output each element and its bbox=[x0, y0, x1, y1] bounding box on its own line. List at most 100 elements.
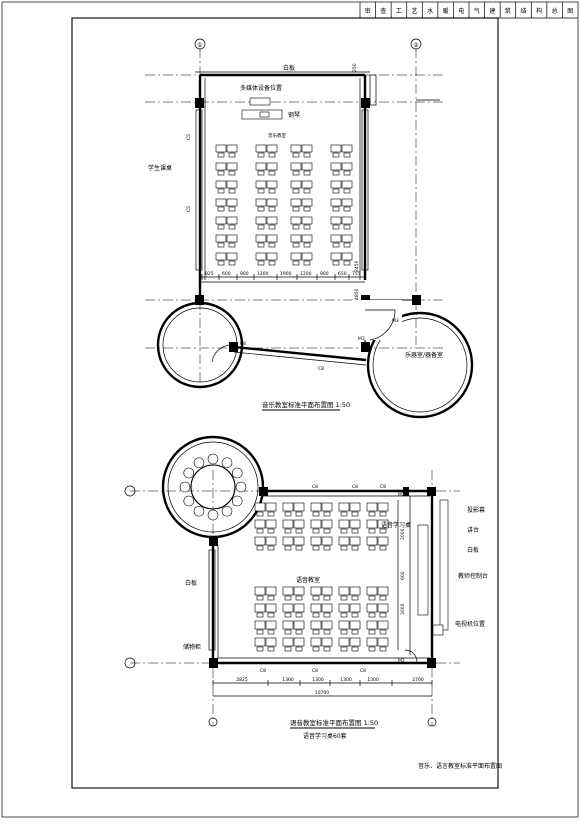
lang-desk bbox=[349, 603, 361, 613]
title-block-cell: 图 bbox=[567, 8, 573, 15]
lang-desk bbox=[349, 519, 361, 529]
lang-desk bbox=[366, 502, 378, 512]
student-desk bbox=[341, 252, 353, 261]
lang-chair bbox=[267, 646, 275, 652]
student-desk bbox=[226, 216, 238, 225]
student-desk bbox=[266, 198, 278, 207]
lang-desk bbox=[366, 620, 378, 630]
lang-chair bbox=[351, 528, 359, 534]
lang-chair bbox=[351, 511, 359, 517]
student-chair bbox=[228, 206, 236, 212]
lang-win-top-1: C8 bbox=[312, 484, 318, 490]
student-desk bbox=[301, 234, 313, 243]
lang-desk bbox=[282, 637, 294, 647]
round-chair bbox=[207, 509, 219, 521]
dim-left-2: C5 bbox=[186, 206, 192, 212]
lang-desk bbox=[366, 586, 378, 596]
student-chair bbox=[228, 188, 236, 194]
lang-chair bbox=[284, 545, 292, 551]
piano-label: 钢琴 bbox=[288, 111, 300, 119]
lang-chair bbox=[295, 646, 303, 652]
lang-desk bbox=[366, 536, 378, 546]
lang-desk bbox=[377, 502, 389, 512]
lang-desk bbox=[282, 586, 294, 596]
lang-chair bbox=[368, 629, 376, 635]
student-desk bbox=[255, 216, 267, 225]
lang-desk bbox=[310, 603, 322, 613]
whiteboard-right-label: 白板 bbox=[467, 546, 479, 554]
axis-2-label: ② bbox=[413, 42, 419, 49]
lang-desk bbox=[265, 620, 277, 630]
control-desk-label: 教师控制台 bbox=[458, 572, 488, 580]
lang-chair bbox=[256, 629, 264, 635]
student-chair bbox=[343, 260, 351, 266]
lang-desk bbox=[310, 637, 322, 647]
projection-screen-label: 投影幕 bbox=[467, 506, 485, 514]
lang-win-bot-1: C8 bbox=[260, 668, 266, 674]
student-desk bbox=[301, 180, 313, 189]
student-chair bbox=[292, 206, 300, 212]
lang-desk bbox=[310, 519, 322, 529]
student-chair bbox=[257, 170, 265, 176]
lang-chair bbox=[351, 629, 359, 635]
lang-chair bbox=[256, 612, 264, 618]
student-desks-label: 学生课桌 bbox=[148, 164, 172, 172]
student-chair bbox=[228, 260, 236, 266]
lang-chair bbox=[323, 528, 331, 534]
student-chair bbox=[303, 206, 311, 212]
lang-chair bbox=[295, 528, 303, 534]
lang-desk bbox=[321, 603, 333, 613]
student-desk bbox=[226, 234, 238, 243]
lang-win-bot-2: C8 bbox=[312, 668, 318, 674]
music-dim-bottom: 900 bbox=[320, 271, 329, 277]
student-desk bbox=[330, 216, 342, 225]
student-desk bbox=[341, 144, 353, 153]
student-chair bbox=[303, 152, 311, 158]
lang-desk bbox=[265, 637, 277, 647]
student-desk bbox=[290, 144, 302, 153]
lang-desk bbox=[338, 586, 350, 596]
student-desk bbox=[215, 252, 227, 261]
lang-desk bbox=[321, 519, 333, 529]
student-desk bbox=[215, 198, 227, 207]
multimedia-label: 多媒体设备位置 bbox=[240, 84, 282, 92]
title-block-cell: 筑 bbox=[505, 7, 511, 15]
student-desk bbox=[215, 234, 227, 243]
student-desk bbox=[341, 234, 353, 243]
student-desk bbox=[255, 144, 267, 153]
lang-desk bbox=[254, 637, 266, 647]
student-desk bbox=[255, 162, 267, 171]
lang-desk bbox=[321, 637, 333, 647]
lang-chair bbox=[351, 646, 359, 652]
student-chair bbox=[292, 170, 300, 176]
lang-desk bbox=[310, 536, 322, 546]
lang-chair bbox=[295, 511, 303, 517]
student-chair bbox=[343, 224, 351, 230]
lang-chair bbox=[368, 646, 376, 652]
student-chair bbox=[217, 188, 225, 194]
round-chair bbox=[183, 467, 195, 479]
lang-chair bbox=[379, 511, 387, 517]
student-chair bbox=[257, 152, 265, 158]
lang-chair bbox=[323, 511, 331, 517]
round-chair bbox=[231, 495, 243, 507]
lang-chair bbox=[379, 545, 387, 551]
student-desk bbox=[341, 180, 353, 189]
lang-desk bbox=[349, 586, 361, 596]
lang-desk bbox=[265, 519, 277, 529]
student-chair bbox=[343, 152, 351, 158]
lang-chair bbox=[368, 528, 376, 534]
lang-desk bbox=[293, 603, 305, 613]
lang-dim-bottom: 1300 bbox=[312, 677, 324, 683]
student-chair bbox=[228, 170, 236, 176]
student-desk bbox=[266, 252, 278, 261]
student-desk bbox=[226, 180, 238, 189]
lang-chair bbox=[312, 646, 320, 652]
lang-chair bbox=[267, 595, 275, 601]
round-chair bbox=[193, 457, 205, 469]
lang-desk bbox=[254, 502, 266, 512]
music-dim-bottom: 825 bbox=[205, 271, 214, 277]
student-chair bbox=[332, 188, 340, 194]
student-desk bbox=[255, 234, 267, 243]
